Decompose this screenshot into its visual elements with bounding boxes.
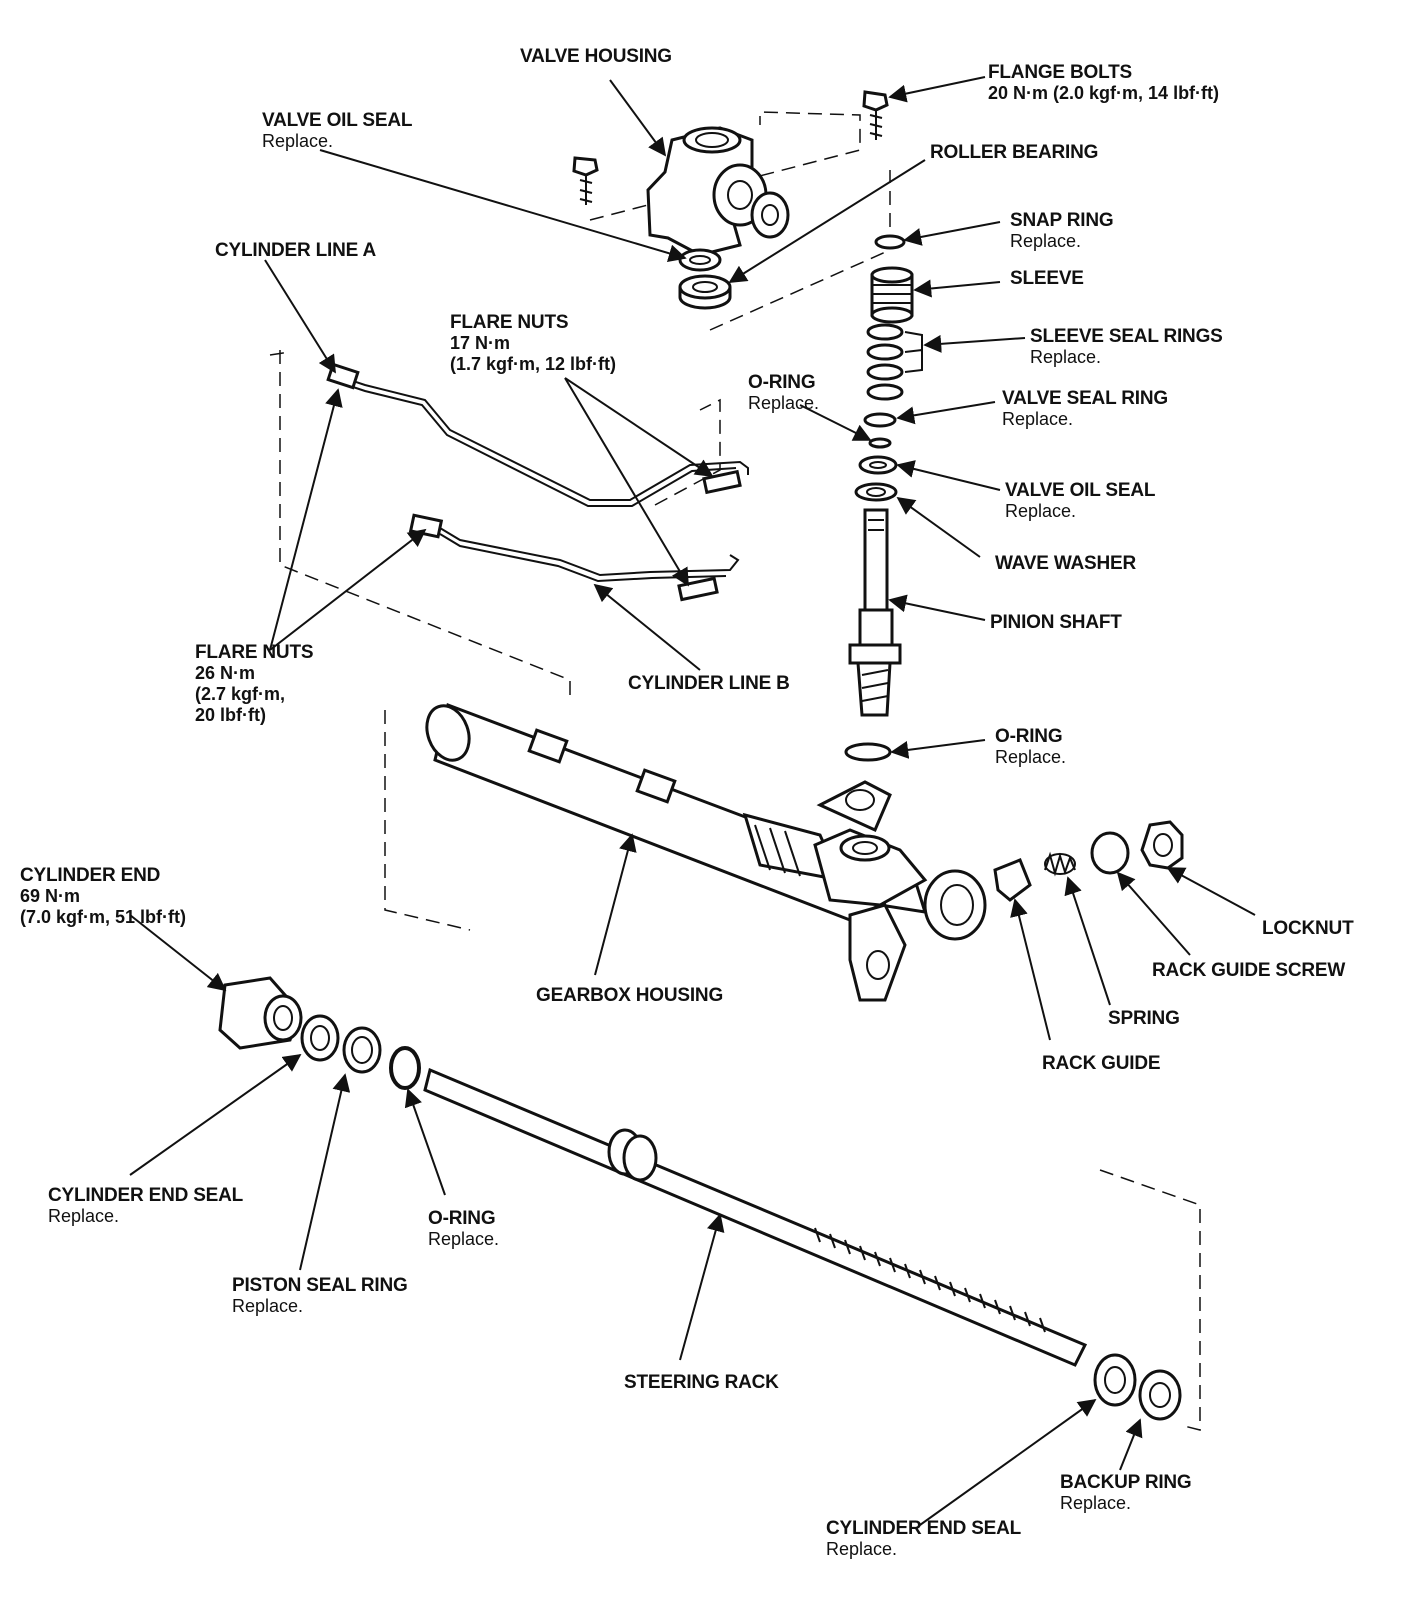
cylinder-end-part bbox=[218, 976, 303, 1050]
leader-lines bbox=[129, 76, 1256, 1526]
backup-ring-part bbox=[1138, 1369, 1182, 1421]
label-o-ring-mid: O-RING Replace. bbox=[995, 726, 1067, 767]
cylinder-line-a-part bbox=[326, 362, 749, 507]
label-valve-housing: VALVE HOUSING bbox=[520, 46, 672, 67]
cylinder-end-seal-left-part bbox=[300, 1014, 340, 1062]
label-snap-ring: SNAP RING Replace. bbox=[1010, 210, 1114, 251]
gearbox-housing-part bbox=[425, 702, 987, 1002]
valve-housing bbox=[646, 126, 790, 257]
alignment-lines bbox=[269, 111, 1201, 1431]
wave-washer-part bbox=[854, 482, 898, 502]
o-ring-top-part bbox=[868, 437, 892, 449]
label-pinion-shaft: PINION SHAFT bbox=[990, 612, 1122, 633]
label-o-ring-bottom: O-RING Replace. bbox=[428, 1208, 500, 1249]
o-ring-mid-part bbox=[844, 742, 892, 762]
label-steering-rack: STEERING RACK bbox=[624, 1372, 779, 1393]
valve-oil-seal-top-part bbox=[678, 248, 722, 272]
sleeve-seal-rings-parts bbox=[866, 323, 923, 401]
label-flare-nuts-26: FLARE NUTS 26 N·m (2.7 kgf·m, 20 lbf·ft) bbox=[195, 642, 314, 725]
label-spring: SPRING bbox=[1108, 1008, 1180, 1029]
label-flange-bolts: FLANGE BOLTS 20 N·m (2.0 kgf·m, 14 lbf·f… bbox=[988, 62, 1220, 103]
label-valve-oil-seal-top: VALVE OIL SEAL Replace. bbox=[262, 110, 413, 151]
label-rack-guide-screw: RACK GUIDE SCREW bbox=[1152, 960, 1346, 981]
valve-seal-ring-part bbox=[863, 412, 897, 428]
label-sleeve: SLEEVE bbox=[1010, 268, 1084, 289]
label-valve-oil-seal-right: VALVE OIL SEAL Replace. bbox=[1005, 480, 1156, 521]
o-ring-bottom-part bbox=[389, 1046, 421, 1090]
label-sleeve-seal-rings: SLEEVE SEAL RINGS Replace. bbox=[1030, 326, 1223, 367]
label-cylinder-line-b: CYLINDER LINE B bbox=[628, 673, 790, 694]
valve-oil-seal-right-part bbox=[858, 455, 898, 475]
label-valve-seal-ring: VALVE SEAL RING Replace. bbox=[1002, 388, 1168, 429]
cylinder-end-seal-bottom-part bbox=[1093, 1353, 1137, 1407]
label-wave-washer: WAVE WASHER bbox=[995, 553, 1137, 574]
label-o-ring-top: O-RING Replace. bbox=[748, 372, 820, 413]
label-cylinder-line-a: CYLINDER LINE A bbox=[215, 240, 376, 261]
flange-bolt-upper bbox=[862, 90, 889, 140]
piston-seal-ring-part bbox=[342, 1026, 382, 1074]
label-cylinder-end: CYLINDER END 69 N·m (7.0 kgf·m, 51 lbf·f… bbox=[20, 865, 187, 927]
label-cylinder-end-seal-left: CYLINDER END SEAL Replace. bbox=[48, 1185, 244, 1226]
roller-bearing-part bbox=[678, 274, 732, 310]
label-locknut: LOCKNUT bbox=[1262, 918, 1354, 939]
label-piston-seal-ring: PISTON SEAL RING Replace. bbox=[232, 1275, 408, 1316]
cylinder-line-b-part bbox=[408, 513, 740, 602]
label-gearbox-housing: GEARBOX HOUSING bbox=[536, 985, 724, 1006]
rack-guide-part bbox=[993, 858, 1032, 902]
label-roller-bearing: ROLLER BEARING bbox=[930, 142, 1099, 163]
snap-ring-part bbox=[874, 234, 906, 250]
label-cylinder-end-seal-bottom: CYLINDER END SEAL Replace. bbox=[826, 1518, 1022, 1559]
label-backup-ring: BACKUP RING Replace. bbox=[1060, 1472, 1192, 1513]
steering-rack-part bbox=[423, 1067, 1088, 1367]
spring-part bbox=[1044, 851, 1076, 877]
rack-guide-screw-part bbox=[1090, 831, 1130, 875]
pinion-shaft-part bbox=[848, 508, 902, 717]
flange-bolt-lower bbox=[572, 156, 599, 205]
sleeve-part bbox=[870, 266, 914, 324]
locknut-part bbox=[1140, 820, 1184, 870]
label-rack-guide: RACK GUIDE bbox=[1042, 1053, 1161, 1074]
label-flare-nuts-17: FLARE NUTS 17 N·m (1.7 kgf·m, 12 lbf·ft) bbox=[450, 312, 617, 374]
